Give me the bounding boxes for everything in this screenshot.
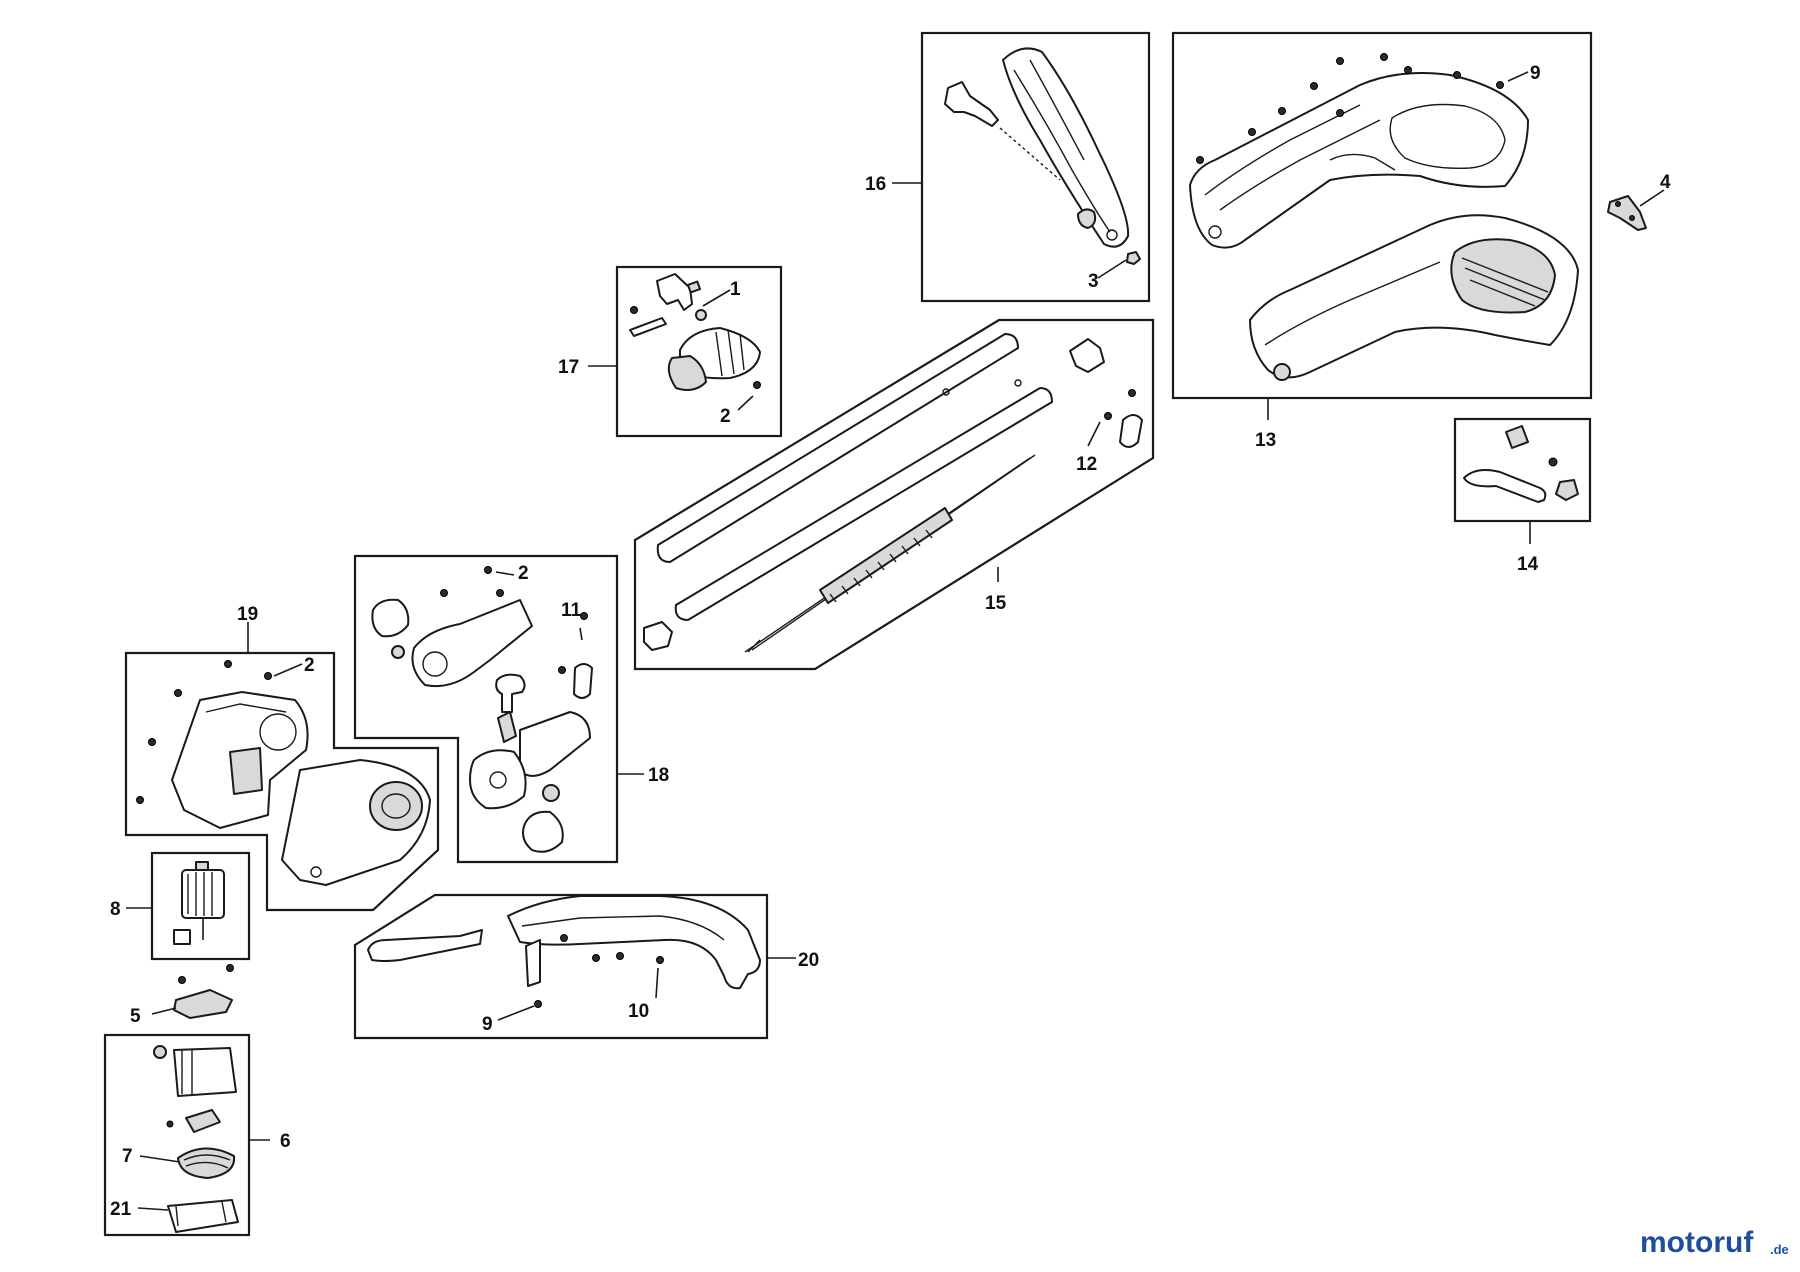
callout-17: 17 bbox=[558, 357, 579, 378]
callout-6: 6 bbox=[280, 1131, 291, 1152]
callout-7: 7 bbox=[122, 1146, 133, 1167]
callout-14: 14 bbox=[1517, 554, 1539, 575]
guard-part bbox=[367, 895, 761, 1008]
spool-head-part bbox=[153, 1045, 239, 1233]
nut-icon bbox=[1126, 251, 1141, 265]
callout-16: 16 bbox=[865, 174, 886, 195]
screw-set-13 bbox=[1196, 53, 1504, 164]
frame-6 bbox=[103, 1033, 251, 1237]
logo-suffix: .de bbox=[1770, 1242, 1789, 1257]
motor-part bbox=[173, 861, 225, 945]
frame-20 bbox=[353, 893, 769, 1040]
side-handle-part bbox=[944, 47, 1141, 265]
frame-18 bbox=[353, 554, 619, 864]
callout-10: 10 bbox=[628, 1001, 649, 1022]
motoruf-logo: motoruf .de bbox=[1640, 1226, 1789, 1259]
callout-19: 19 bbox=[237, 604, 258, 625]
frame-13 bbox=[1171, 31, 1593, 400]
leader-lines bbox=[126, 71, 1665, 1211]
callout-8: 8 bbox=[110, 899, 121, 920]
callout-12: 12 bbox=[1076, 454, 1097, 475]
callout-15: 15 bbox=[985, 593, 1007, 614]
callout-4: 4 bbox=[1660, 172, 1671, 193]
frame-17 bbox=[615, 265, 783, 438]
motor-housing-part bbox=[136, 660, 431, 886]
callout-9-top: 9 bbox=[1530, 63, 1541, 84]
bracket-part bbox=[173, 964, 234, 1019]
callout-5: 5 bbox=[130, 1006, 141, 1027]
lever-set-part bbox=[1463, 425, 1579, 503]
frame-16 bbox=[920, 31, 1151, 303]
callout-18: 18 bbox=[648, 765, 669, 786]
callout-21: 21 bbox=[110, 1199, 132, 1220]
callout-labels: 16 3 9 4 13 14 17 1 2 15 12 2 11 18 19 2… bbox=[110, 63, 1671, 1220]
clamp-set-part bbox=[629, 273, 761, 391]
callout-20: 20 bbox=[798, 950, 819, 971]
shaft-set-part bbox=[643, 333, 1143, 653]
callout-2-head: 2 bbox=[518, 563, 529, 584]
callout-1: 1 bbox=[730, 279, 741, 300]
nut-icon bbox=[695, 309, 707, 321]
main-housing-part bbox=[1189, 53, 1579, 381]
logo-text: motoruf bbox=[1640, 1226, 1754, 1259]
callout-9-guard: 9 bbox=[482, 1014, 493, 1035]
callout-2-clamp: 2 bbox=[720, 406, 731, 427]
callout-3: 3 bbox=[1088, 271, 1099, 292]
callout-2-motor: 2 bbox=[304, 655, 315, 676]
callout-13: 13 bbox=[1255, 430, 1276, 451]
head-gear-set-part bbox=[371, 566, 593, 853]
frame-19 bbox=[124, 651, 440, 912]
switch-part bbox=[1607, 195, 1647, 231]
frame-14 bbox=[1453, 417, 1592, 523]
frame-8 bbox=[150, 851, 251, 961]
frame-15 bbox=[633, 318, 1155, 671]
callout-11: 11 bbox=[561, 600, 582, 621]
